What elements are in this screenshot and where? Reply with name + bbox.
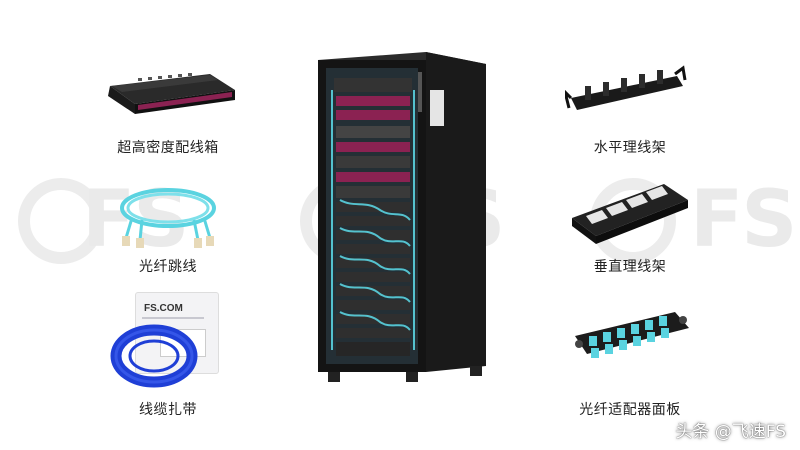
fiber-patch-cable-image xyxy=(120,188,216,248)
vertical-cable-manager-image xyxy=(572,184,688,244)
watermark-text-right: FS xyxy=(690,175,797,265)
product-label-adapter-panel: 光纤适配器面板 xyxy=(579,402,681,418)
fiber-enclosure-image xyxy=(108,73,235,114)
zip-tie-roll-image xyxy=(110,324,198,388)
product-label-horizontal-manager: 水平理线架 xyxy=(593,140,667,156)
package-brand-label: FS.COM xyxy=(144,303,183,314)
product-label-cable-ties: 线缆扎带 xyxy=(139,402,197,418)
product-label-patch-cable: 光纤跳线 xyxy=(139,259,197,275)
horizontal-cable-manager-image xyxy=(565,65,687,110)
fiber-adapter-panel-image xyxy=(575,312,689,358)
product-label-vertical-manager: 垂直理线架 xyxy=(593,259,667,275)
network-cabinet-image xyxy=(318,52,486,382)
product-label-fiber-enclosure: 超高密度配线箱 xyxy=(117,140,219,156)
footer-attribution: 头条 @飞速FS xyxy=(675,422,786,442)
